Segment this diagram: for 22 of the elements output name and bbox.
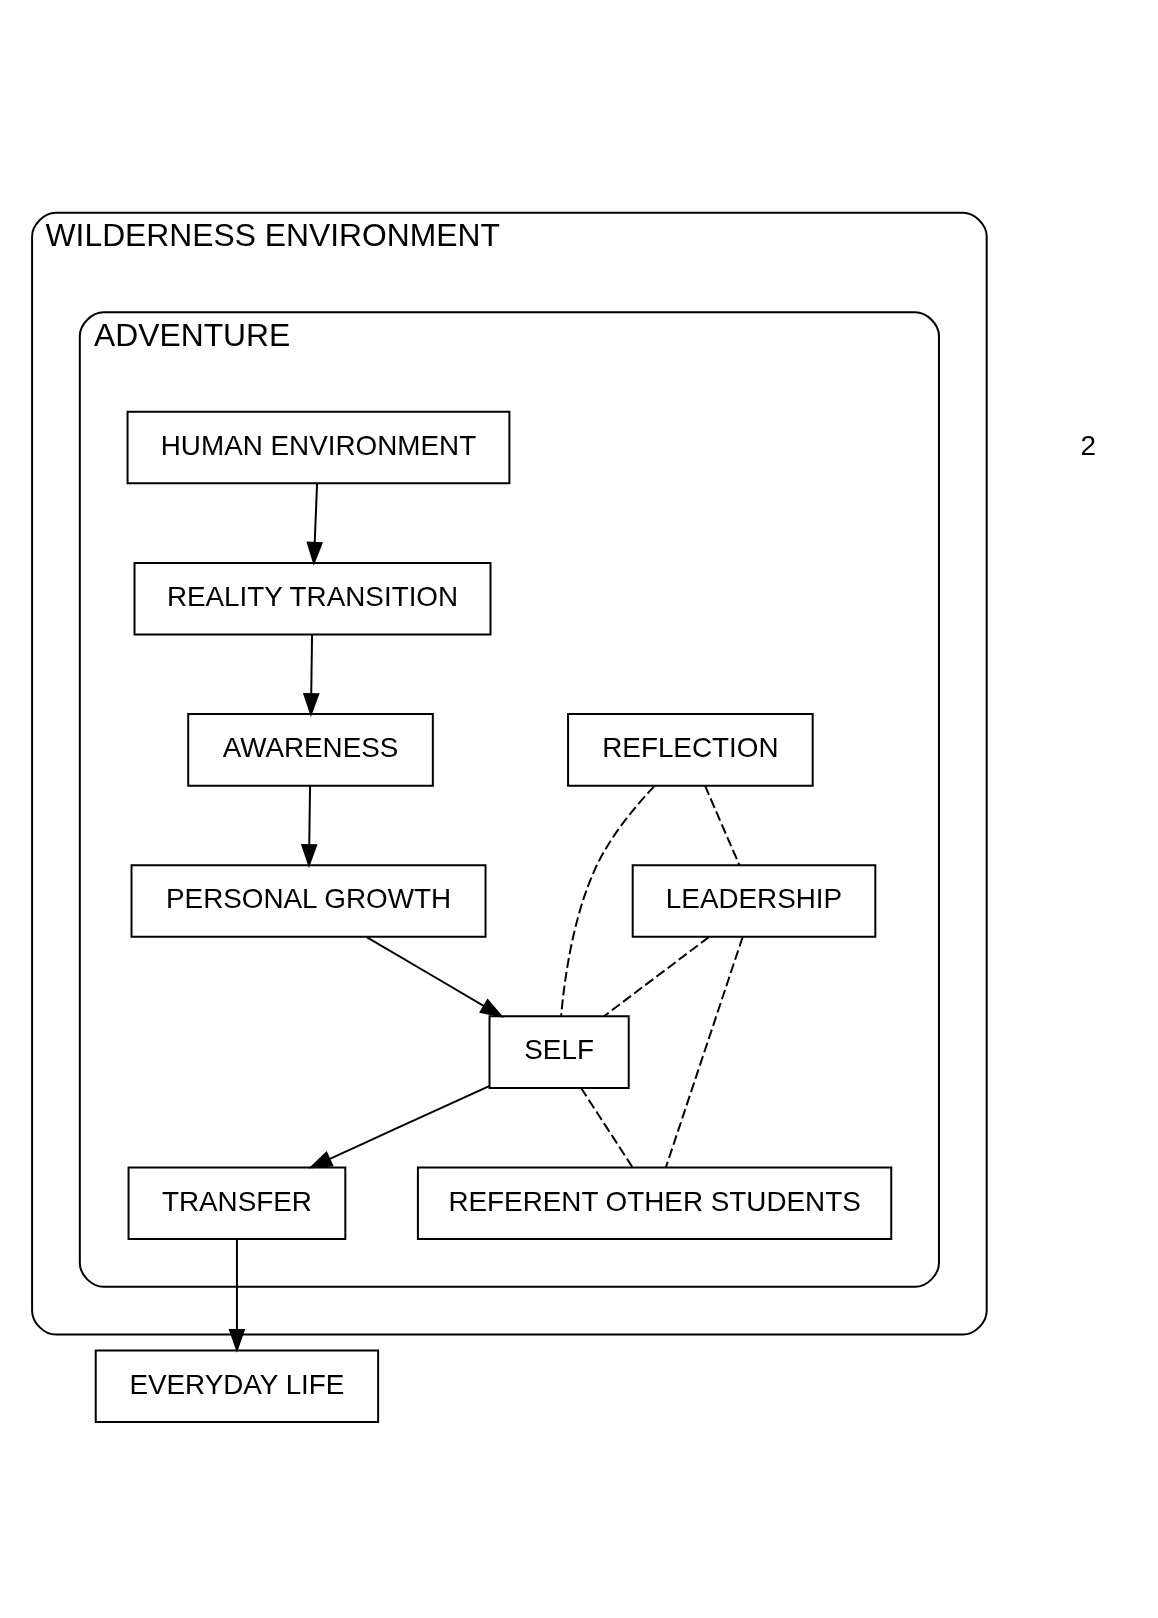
connector: [603, 935, 710, 1017]
node-box: HUMAN ENVIRONMENT: [126, 410, 511, 484]
arrow: [308, 1084, 491, 1169]
connector: [664, 935, 744, 1168]
node-box: TRANSFER: [127, 1166, 347, 1240]
arrow: [306, 482, 324, 566]
arrow: [300, 784, 318, 868]
arrow: [365, 935, 504, 1018]
node-box: REFLECTION: [567, 712, 814, 787]
connector: [560, 784, 656, 1017]
node-box: EVERYDAY LIFE: [94, 1348, 380, 1423]
label: 2: [1080, 429, 1096, 461]
node-box: LEADERSHIP: [631, 863, 877, 938]
node-box: REALITY TRANSITION: [133, 561, 492, 635]
arrow: [302, 633, 320, 717]
node-box: AWARENESS: [187, 712, 434, 787]
node-box: PERSONAL GROWTH: [130, 863, 487, 938]
arrow: [228, 1238, 246, 1353]
node-box: REFERENT OTHER STUDENTS: [416, 1166, 893, 1240]
connector: [580, 1086, 634, 1168]
node-box: SELF: [488, 1014, 630, 1089]
connector: [704, 784, 741, 866]
